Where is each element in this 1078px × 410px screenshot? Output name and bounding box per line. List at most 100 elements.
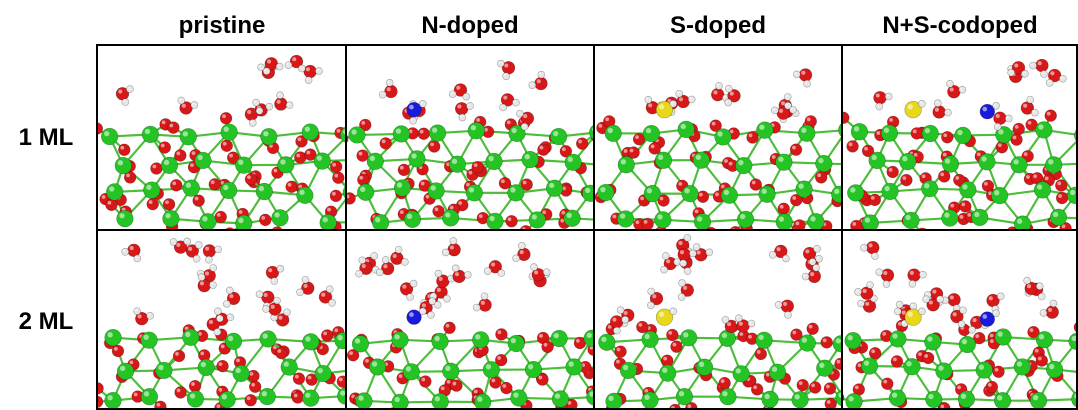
titanium-atom [958, 391, 975, 408]
lattice-oxygen-atom [794, 220, 806, 229]
water-hydrogen-atom-highlight [128, 87, 130, 89]
lattice-oxygen-atom [755, 348, 767, 360]
lattice-oxygen-atom-highlight [562, 147, 566, 151]
water-hydrogen-atom [784, 311, 791, 318]
water-oxygen-atom-highlight [118, 90, 122, 94]
titanium-atom [409, 151, 426, 168]
titanium-atom [163, 210, 180, 227]
water-hydrogen-atom-highlight [911, 304, 913, 306]
lattice-oxygen-atom-highlight [539, 376, 543, 380]
water-hydrogen-atom [274, 297, 281, 304]
lattice-oxygen-atom-highlight [715, 193, 719, 197]
water-hydrogen-atom [226, 287, 233, 294]
water-hydrogen-atom [676, 90, 683, 97]
water-hydrogen-atom-highlight [360, 258, 362, 260]
lattice-oxygen-atom-highlight [826, 385, 830, 389]
titanium-atom-highlight [884, 128, 889, 133]
water-hydrogen-atom [1027, 96, 1034, 103]
lattice-oxygen-atom-highlight [918, 352, 922, 356]
lattice-oxygen-atom-highlight [1015, 125, 1019, 129]
lattice-oxygen-atom-highlight [796, 221, 800, 225]
water-hydrogen-atom-highlight [993, 307, 995, 309]
water-oxygen-atom [866, 241, 879, 254]
water-hydrogen-atom [198, 274, 205, 281]
titanium-atom-highlight [553, 131, 558, 136]
water-oxygen-atom-highlight [188, 247, 192, 251]
water-hydrogen-atom [263, 305, 270, 312]
titanium-atom-highlight [262, 333, 267, 338]
water-hydrogen-atom-highlight [1047, 80, 1049, 82]
titanium-atom-highlight [337, 335, 342, 340]
titanium-atom-highlight [802, 337, 807, 342]
water-hydrogen-atom [1040, 309, 1047, 316]
water-oxygen-atom [304, 65, 317, 78]
sulfur-dopant-atom-highlight [659, 104, 664, 109]
lattice-oxygen-atom-highlight [190, 163, 194, 167]
titanium-atom [143, 182, 160, 199]
titanium-atom [676, 388, 693, 405]
water-oxygen-atom [610, 316, 623, 329]
water-oxygen-atom-highlight [876, 93, 880, 97]
lattice-oxygen-atom-highlight [827, 400, 831, 404]
lattice-oxygen-atom [747, 132, 759, 144]
titanium-atom [552, 391, 569, 408]
lattice-oxygen-atom-highlight [236, 358, 240, 362]
lattice-oxygen-atom [1074, 321, 1076, 333]
water-hydrogen-atom-highlight [216, 247, 218, 249]
titanium-atom-highlight [119, 213, 124, 218]
water-oxygen-atom-highlight [680, 250, 684, 254]
titanium-atom [960, 182, 977, 199]
lattice-oxygen-atom-highlight [218, 388, 222, 392]
water-oxygen-atom-highlight [935, 108, 939, 112]
titanium-atom-highlight [532, 214, 537, 219]
lattice-oxygen-atom-highlight [223, 142, 227, 146]
panel-1ml-pristine [96, 44, 348, 231]
water-oxygen-atom-highlight [678, 241, 682, 245]
molecule-2ml-n-doped [347, 231, 594, 408]
water-oxygen-atom-highlight [267, 59, 271, 63]
titanium-atom-highlight [697, 216, 702, 221]
water-hydrogen-atom [1050, 300, 1057, 307]
water-hydrogen-atom-highlight [387, 80, 389, 82]
titanium-atom-highlight [396, 128, 401, 133]
titanium-atom [187, 391, 204, 408]
titanium-atom [429, 125, 446, 142]
sulfur-dopant-atom-highlight [908, 104, 913, 109]
titanium-atom [644, 185, 661, 202]
lattice-oxygen-atom [825, 398, 837, 408]
titanium-atom-highlight [585, 188, 590, 193]
row-label-2ml: 2 ML [0, 308, 92, 336]
titanium-atom [511, 390, 528, 407]
titanium-atom-highlight [435, 396, 440, 401]
water-hydrogen-atom [769, 251, 776, 258]
titanium-atom [297, 187, 314, 204]
titanium-atom [394, 180, 411, 197]
titanium-atom-highlight [201, 362, 206, 367]
water-hydrogen-atom [359, 257, 366, 264]
water-hydrogen-atom-highlight [501, 105, 503, 107]
water-oxygen-atom-highlight [624, 311, 628, 315]
dopant-hydrogen-atom [419, 308, 426, 315]
lattice-oxygen-atom-highlight [1028, 121, 1032, 125]
lattice-oxygen-atom [671, 341, 683, 353]
lattice-oxygen-atom-highlight [502, 384, 506, 388]
titanium-atom-highlight [397, 182, 402, 187]
water-hydrogen-atom-highlight [482, 294, 484, 296]
water-hydrogen-atom [622, 316, 629, 323]
water-hydrogen-atom [395, 246, 402, 253]
water-hydrogen-atom [958, 320, 965, 327]
molecule-2ml-pristine [98, 231, 346, 408]
lattice-oxygen-atom-highlight [695, 209, 699, 213]
water-hydrogen-atom [1031, 109, 1038, 116]
water-oxygen-atom-highlight [138, 314, 142, 318]
lattice-oxygen-atom [790, 144, 802, 156]
dopant-hydrogen-atom [419, 100, 426, 107]
lattice-oxygen-atom-highlight [940, 172, 944, 176]
lattice-oxygen-atom-highlight [752, 181, 756, 185]
dopant-hydrogen-atom-highlight [994, 103, 996, 105]
lattice-oxygen-atom [891, 356, 903, 368]
lattice-oxygen-atom-highlight [129, 361, 133, 365]
lattice-oxygen-atom-highlight [523, 181, 527, 185]
lattice-oxygen-atom-highlight [250, 372, 254, 376]
water-oxygen-atom-highlight [304, 284, 308, 288]
